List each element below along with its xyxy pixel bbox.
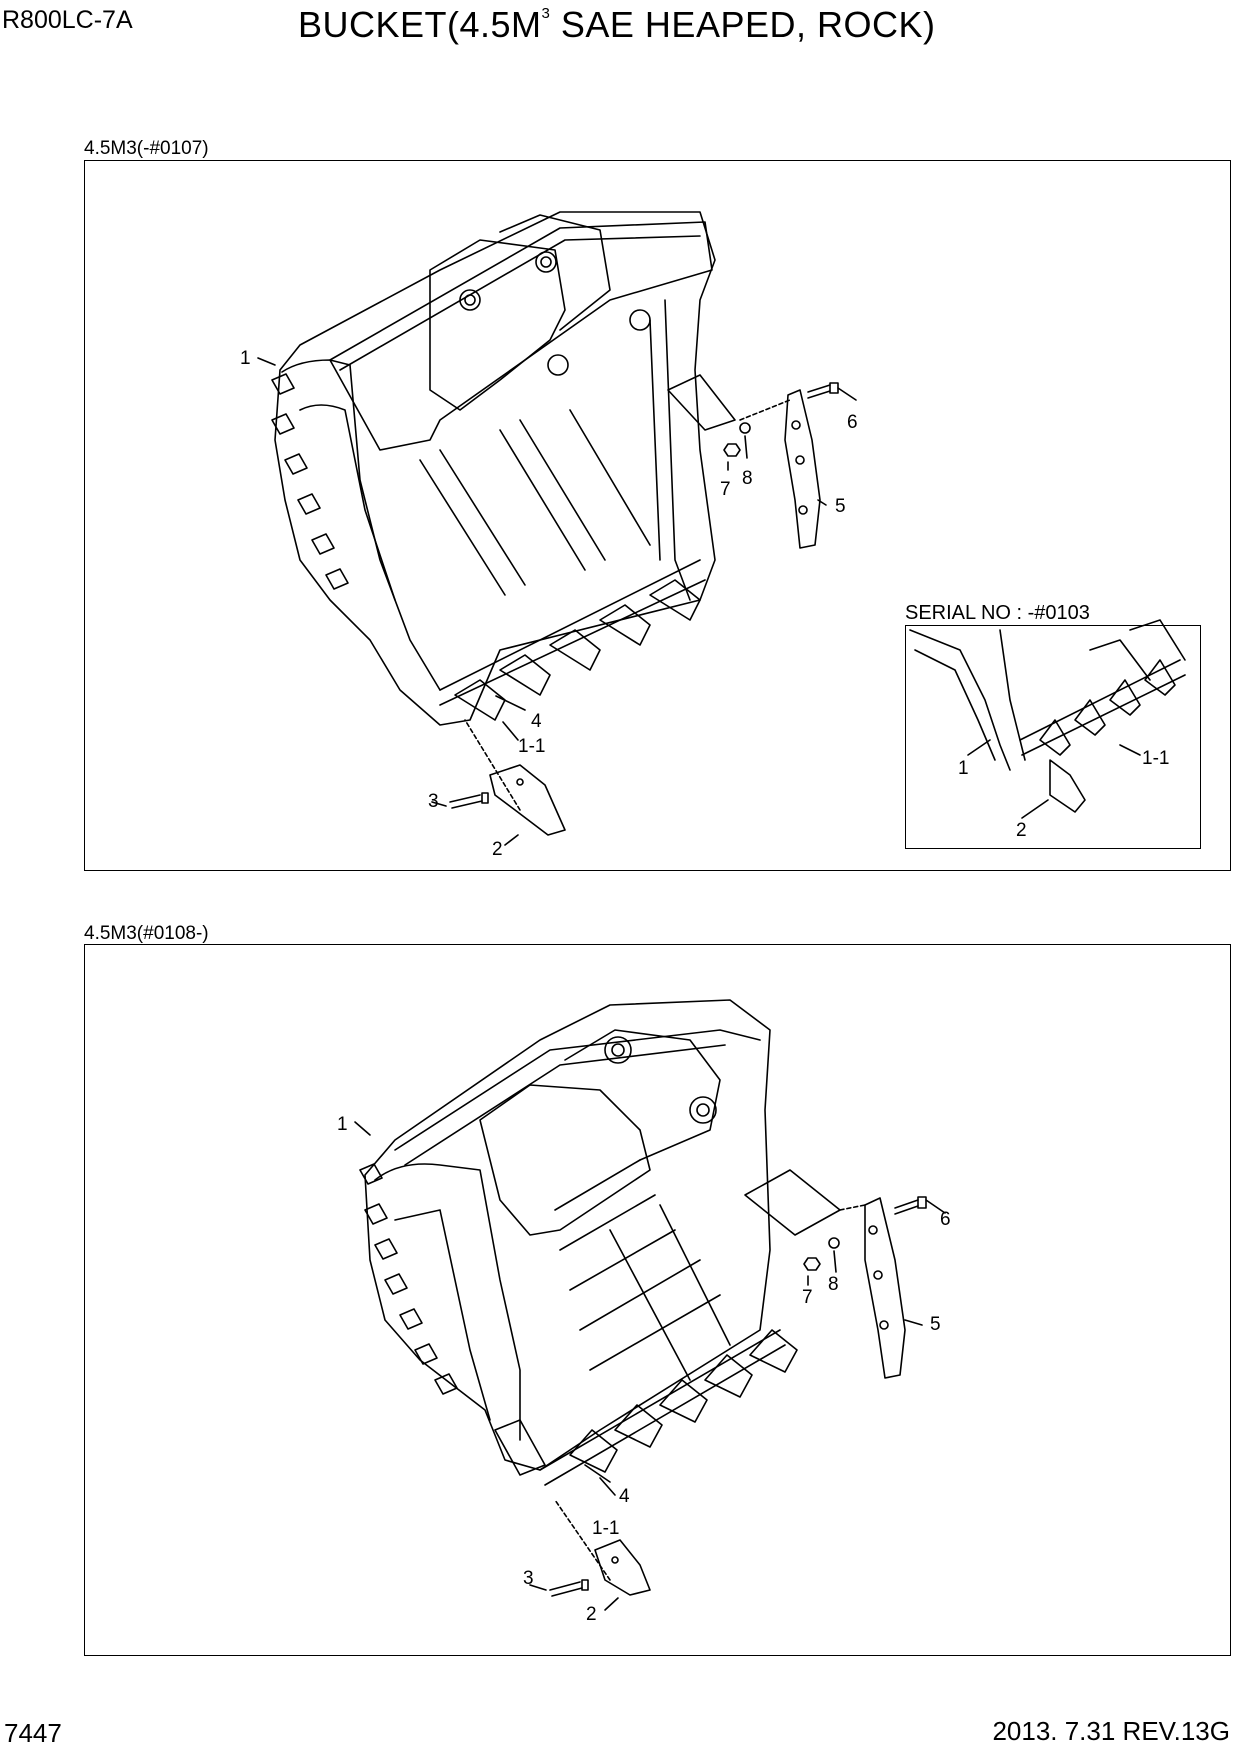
callout-6: 6 [847, 412, 858, 433]
callout-2-1-1: 1-1 [592, 1518, 619, 1539]
callout-2-2: 2 [586, 1604, 597, 1625]
model-name: R800LC-7A [2, 6, 133, 34]
page-number: 7447 [4, 1718, 62, 1748]
callout-2-7: 7 [802, 1287, 813, 1308]
callout-1-1: 1-1 [518, 736, 545, 757]
callouts-inset: 1 1-1 2 [958, 748, 1169, 841]
date-revision: 2013. 7.31 REV.13G [992, 1716, 1230, 1746]
callout-7: 7 [720, 479, 731, 500]
title-rest: SAE HEAPED, ROCK) [550, 4, 936, 45]
inset-callout-2: 2 [1016, 820, 1027, 841]
section-2-label: 4.5M3(#0108-) [84, 923, 209, 944]
bucket-drawing-1 [257, 211, 857, 846]
callout-2-4: 4 [619, 1486, 630, 1507]
bucket-drawing-2 [354, 999, 946, 1611]
callout-8: 8 [742, 468, 753, 489]
callouts-section-2: 1 1-1 2 3 4 5 6 7 8 [337, 1114, 951, 1625]
callout-1: 1 [240, 348, 251, 369]
inset-frame [905, 625, 1201, 849]
title-main: BUCKET(4.5M [298, 4, 542, 45]
section-1-frame [84, 160, 1231, 871]
title-superscript: 3 [541, 5, 551, 22]
callout-2-1: 1 [337, 1114, 348, 1135]
inset-drawing [909, 619, 1186, 819]
callout-2-5: 5 [930, 1314, 941, 1335]
callout-3: 3 [428, 791, 439, 812]
inset-callout-1-1: 1-1 [1142, 748, 1169, 769]
inset-label: SERIAL NO : -#0103 [905, 602, 1090, 624]
inset-callout-1: 1 [958, 758, 969, 779]
callout-4: 4 [531, 711, 542, 732]
callout-2-8: 8 [828, 1274, 839, 1295]
section-1-label: 4.5M3(-#0107) [84, 138, 209, 159]
callouts-section-1: 1 1-1 2 3 4 5 6 7 8 [240, 348, 858, 860]
callout-5: 5 [835, 496, 846, 517]
callout-2: 2 [492, 839, 503, 860]
callout-2-3: 3 [523, 1568, 534, 1589]
callout-2-6: 6 [940, 1209, 951, 1230]
page-title: BUCKET(4.5M3 SAE HEAPED, ROCK) [298, 4, 935, 46]
section-2-frame [84, 944, 1231, 1656]
